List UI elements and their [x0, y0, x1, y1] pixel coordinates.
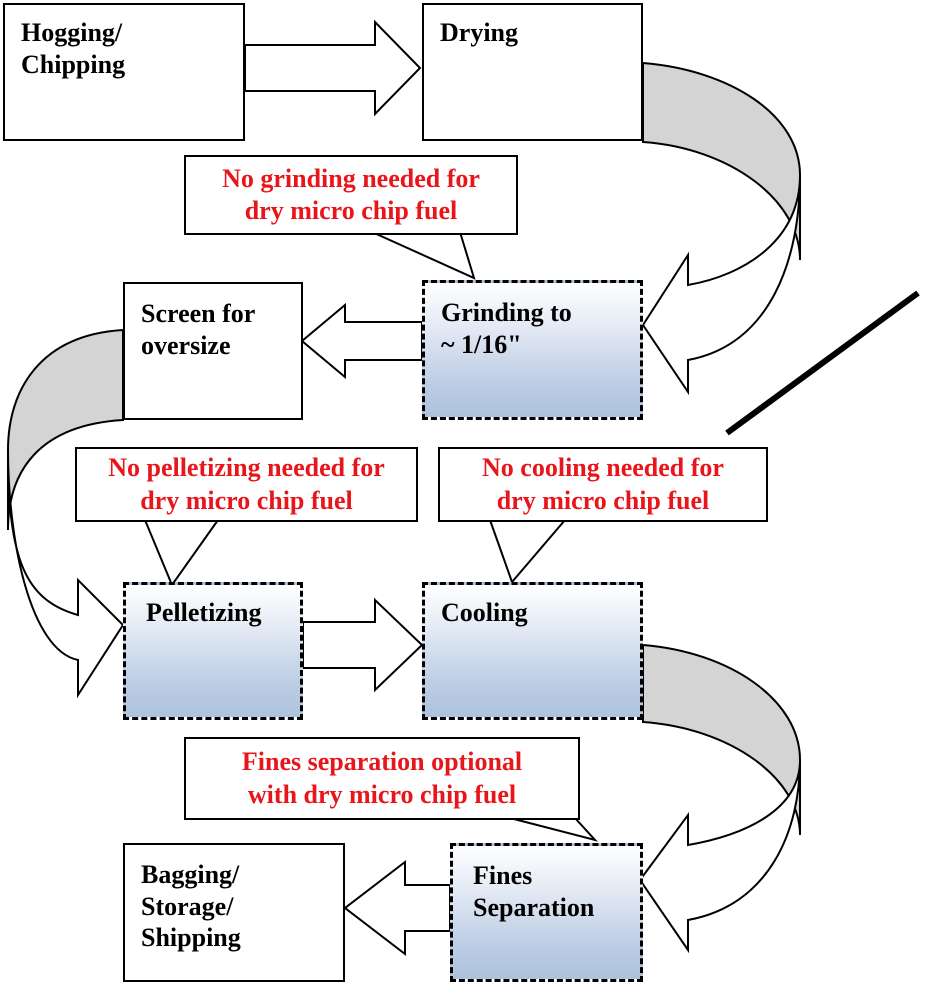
curved-arrow-drying-to-grinding-side [642, 61, 801, 261]
callout-tail-fines [509, 817, 598, 842]
callout-tail-pelletizing [144, 519, 219, 588]
note-cooling: No cooling needed for dry micro chip fue… [438, 447, 768, 522]
curved-arrow-cooling-to-fines [638, 759, 801, 954]
curved-arrow-screen-to-pelletizing [7, 449, 125, 699]
note-pelletizing: No pelletizing needed for dry micro chip… [75, 447, 418, 522]
note-grinding: No grinding needed for dry micro chip fu… [184, 155, 518, 235]
arrow-grinding-to-screen [300, 302, 423, 380]
callout-tail-cooling [489, 519, 566, 584]
step-bagging-storage-shipping: Bagging/ Storage/ Shipping [123, 843, 345, 982]
step-fines-separation: Fines Separation [450, 843, 643, 982]
step-pelletizing: Pelletizing [123, 582, 303, 720]
step-cooling: Cooling [422, 582, 643, 720]
step-hogging-chipping: Hogging/ Chipping [3, 3, 245, 141]
curved-arrow-screen-to-pelletizing-side [7, 328, 124, 531]
step-drying: Drying [422, 3, 643, 141]
diagonal-line [725, 290, 920, 436]
curved-arrow-cooling-to-fines-side [642, 643, 801, 836]
arrow-hogging-to-drying [244, 19, 422, 117]
arrow-fines-to-bagging [343, 859, 451, 957]
arrow-pelletizing-to-cooling [302, 597, 424, 693]
step-screen-for-oversize: Screen for oversize [123, 282, 303, 420]
step-grinding: Grinding to ~ 1/16" [422, 280, 643, 420]
curved-arrow-drying-to-grinding [641, 174, 801, 396]
note-fines-separation: Fines separation optional with dry micro… [184, 737, 580, 820]
callout-tail-grinding [371, 231, 476, 280]
